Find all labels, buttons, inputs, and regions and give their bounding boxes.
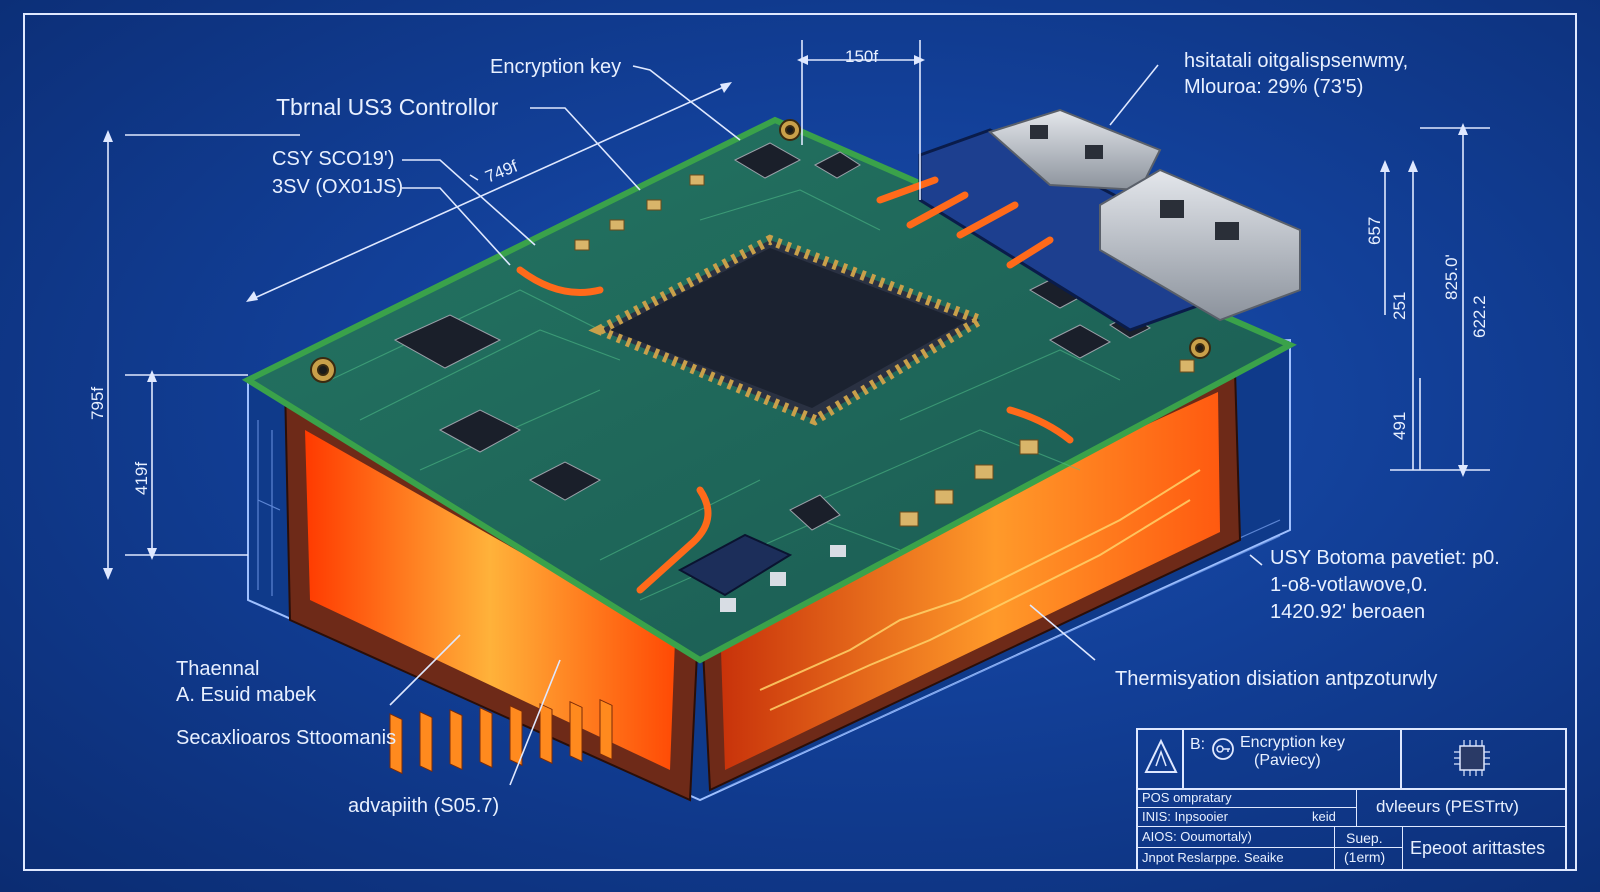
dimension-right-5: 491 — [1390, 411, 1409, 440]
label-thermal-2: A. Esuid mabek — [176, 684, 317, 706]
usb-plug-front — [1099, 168, 1301, 322]
mounting-holes — [310, 119, 1211, 383]
dimension-left-outer: 795f — [88, 386, 107, 420]
label-thermal-1: Thaennal — [176, 658, 260, 680]
title-block: B: Encryption key (Paviecy) POS ompratar… — [1136, 728, 1567, 871]
label-advapith: advapiith (S05.7) — [348, 795, 500, 817]
dimension-arrowheads — [103, 55, 1468, 580]
title-block-encryption-1: Encryption key — [1240, 734, 1345, 751]
title-block-mid-top: Suep. — [1346, 830, 1383, 846]
regulator — [677, 533, 793, 597]
label-csy-2: 3SV (OX01JS) — [272, 176, 404, 198]
usb-slots — [1030, 125, 1239, 240]
label-thermisy: Thermisyation disiation antpzoturwly — [1115, 668, 1438, 690]
label-secax: Secaxlioaros Sttoomanis — [176, 727, 397, 749]
label-right-block-2: 1-o8-votlawove,0. — [1270, 574, 1428, 596]
dimension-right-2: 825.0' — [1442, 254, 1461, 300]
dimension-left-inner: 419f — [132, 461, 151, 495]
dimension-right-1: 657 — [1365, 216, 1384, 245]
dimension-right-4: 622.2 — [1470, 295, 1489, 338]
title-block-prefix: B: — [1190, 736, 1206, 753]
dimension-right-3: 251 — [1390, 291, 1409, 320]
capacitors — [574, 174, 1195, 527]
title-block-mid-bottom: (1erm) — [1344, 849, 1386, 865]
heat-arrows — [516, 176, 1074, 594]
label-top-right-1: hsitatali oitgalispsenwmy, — [1184, 50, 1409, 72]
dimension-top: 150f — [845, 47, 879, 66]
label-right-block-3: 1420.92' beroaen — [1270, 601, 1426, 623]
small-ics — [393, 142, 1152, 531]
title-block-row3: AIOS: Ooumortaly) — [1142, 829, 1252, 844]
leader-lines — [107, 40, 1490, 786]
label-right-block-1: USY Botoma pavetiet: p0. — [1270, 547, 1500, 569]
title-block-row4: Jnpot Reslarppe. Seaike — [1142, 850, 1284, 865]
title-block-encryption-2: (Paviecy) — [1254, 752, 1321, 769]
heat-traces — [759, 469, 1201, 711]
title-block-row2-right: keid — [1312, 809, 1336, 824]
key-icon — [1212, 738, 1234, 760]
label-csy-1: CSY SCO19') — [272, 148, 395, 170]
chip-icon — [1454, 740, 1490, 776]
blueprint-frame — [23, 13, 1577, 871]
label-encryption-key: Encryption key — [490, 56, 622, 78]
heat-chamber-left — [305, 430, 675, 770]
regulator-pins — [720, 545, 846, 612]
title-block-right-top: dvleeurs (PESTrtv) — [1376, 797, 1519, 816]
title-block-row2: INIS: Inpsooier — [1142, 809, 1228, 824]
warning-triangle-icon — [1144, 738, 1178, 773]
label-controller: Tbrnal US3 Controllor — [276, 94, 499, 120]
main-chip — [610, 248, 965, 408]
title-block-row1: POS ompratary — [1142, 790, 1232, 805]
heatsink-fins — [389, 699, 613, 775]
title-block-right-bottom: Epeoot arittastes — [1410, 838, 1546, 858]
label-top-right-2: Mlouroa: 29% (73'5) — [1184, 76, 1364, 98]
